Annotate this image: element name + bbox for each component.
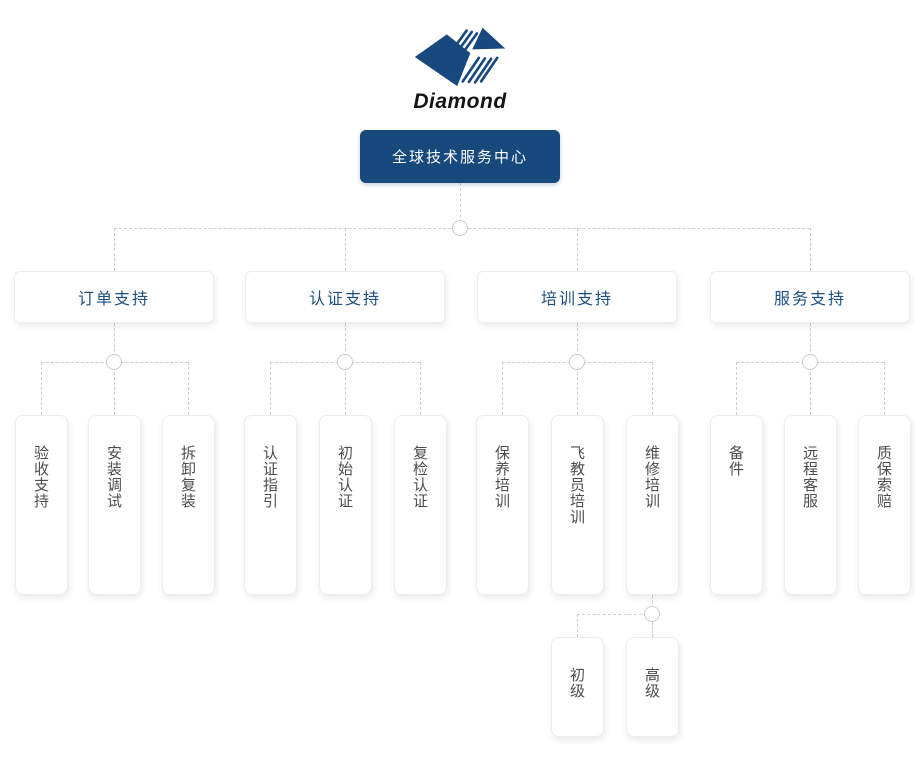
leaf-node-recheck-certification: 复检认证 [394,415,447,595]
root-node-label: 全球技术服务中心 [391,149,528,166]
connector-line [577,323,578,362]
junction-dot [337,354,353,370]
leaf-label: 飞教员培训 [569,445,585,526]
connector-line [114,228,115,271]
leaf-label: 初级 [569,667,585,700]
junction-dot [644,606,660,622]
connector-line [420,362,421,415]
connector-line [577,614,578,637]
leaf-node-disassembly-reassembly: 拆卸复装 [162,415,215,595]
leaf-label: 复检认证 [412,445,428,510]
junction-dot [452,220,468,236]
leaf-node-installation-debugging: 安装调试 [88,415,141,595]
connector-line [188,362,189,415]
connector-line [460,183,461,228]
branch-label: 认证支持 [308,291,381,308]
connector-line [41,362,42,415]
connector-line [884,362,885,415]
root-node-global-service-center: 全球技术服务中心 [360,130,560,183]
leaf-label: 远程客服 [802,445,818,510]
connector-line [736,362,737,415]
leaf-node-advanced-level: 高级 [626,637,679,737]
branch-node-order-support: 订单支持 [14,271,214,323]
connector-line [114,323,115,362]
branch-label: 培训支持 [540,291,613,308]
leaf-label: 拆卸复装 [180,445,196,510]
leaf-node-certification-guide: 认证指引 [244,415,297,595]
branch-node-training-support: 培训支持 [477,271,677,323]
junction-dot [106,354,122,370]
connector-line [577,362,578,415]
brand-wordmark: Diamond [413,90,507,113]
leaf-node-flight-instructor-training: 飞教员培训 [551,415,604,595]
leaf-label: 安装调试 [106,445,122,510]
connector-line [502,362,503,415]
junction-dot [569,354,585,370]
connector-line [270,362,271,415]
leaf-node-initial-certification: 初始认证 [319,415,372,595]
branch-label: 服务支持 [773,291,846,308]
connector-line [577,614,652,615]
leaf-node-maintenance-training: 保养培训 [476,415,529,595]
diamond-logo-icon [414,27,506,87]
leaf-node-spare-parts: 备件 [710,415,763,595]
leaf-label: 初始认证 [337,445,353,510]
leaf-label: 质保索赔 [876,445,892,510]
branch-label: 订单支持 [77,291,150,308]
branch-node-certification-support: 认证支持 [245,271,445,323]
brand-logo: Diamond [413,24,508,114]
branch-node-service-support: 服务支持 [710,271,910,323]
leaf-node-remote-customer-service: 远程客服 [784,415,837,595]
leaf-label: 备件 [728,445,744,478]
connector-line [652,622,653,637]
leaf-label: 保养培训 [494,445,510,510]
connector-line [652,362,653,415]
leaf-label: 维修培训 [644,445,660,510]
leaf-node-beginner-level: 初级 [551,637,604,737]
connector-line [810,228,811,271]
connector-line [345,362,346,415]
junction-dot [802,354,818,370]
leaf-node-warranty-claims: 质保索赔 [858,415,911,595]
leaf-label: 认证指引 [262,445,278,510]
connector-line [114,362,115,415]
connector-line [810,362,811,415]
connector-line [810,323,811,362]
connector-line [345,228,346,271]
connector-line [652,595,653,614]
leaf-node-repair-training: 维修培训 [626,415,679,595]
leaf-node-acceptance-support: 验收支持 [15,415,68,595]
connector-line [577,228,578,271]
connector-line [345,323,346,362]
leaf-label: 验收支持 [33,445,49,510]
leaf-label: 高级 [644,667,660,700]
